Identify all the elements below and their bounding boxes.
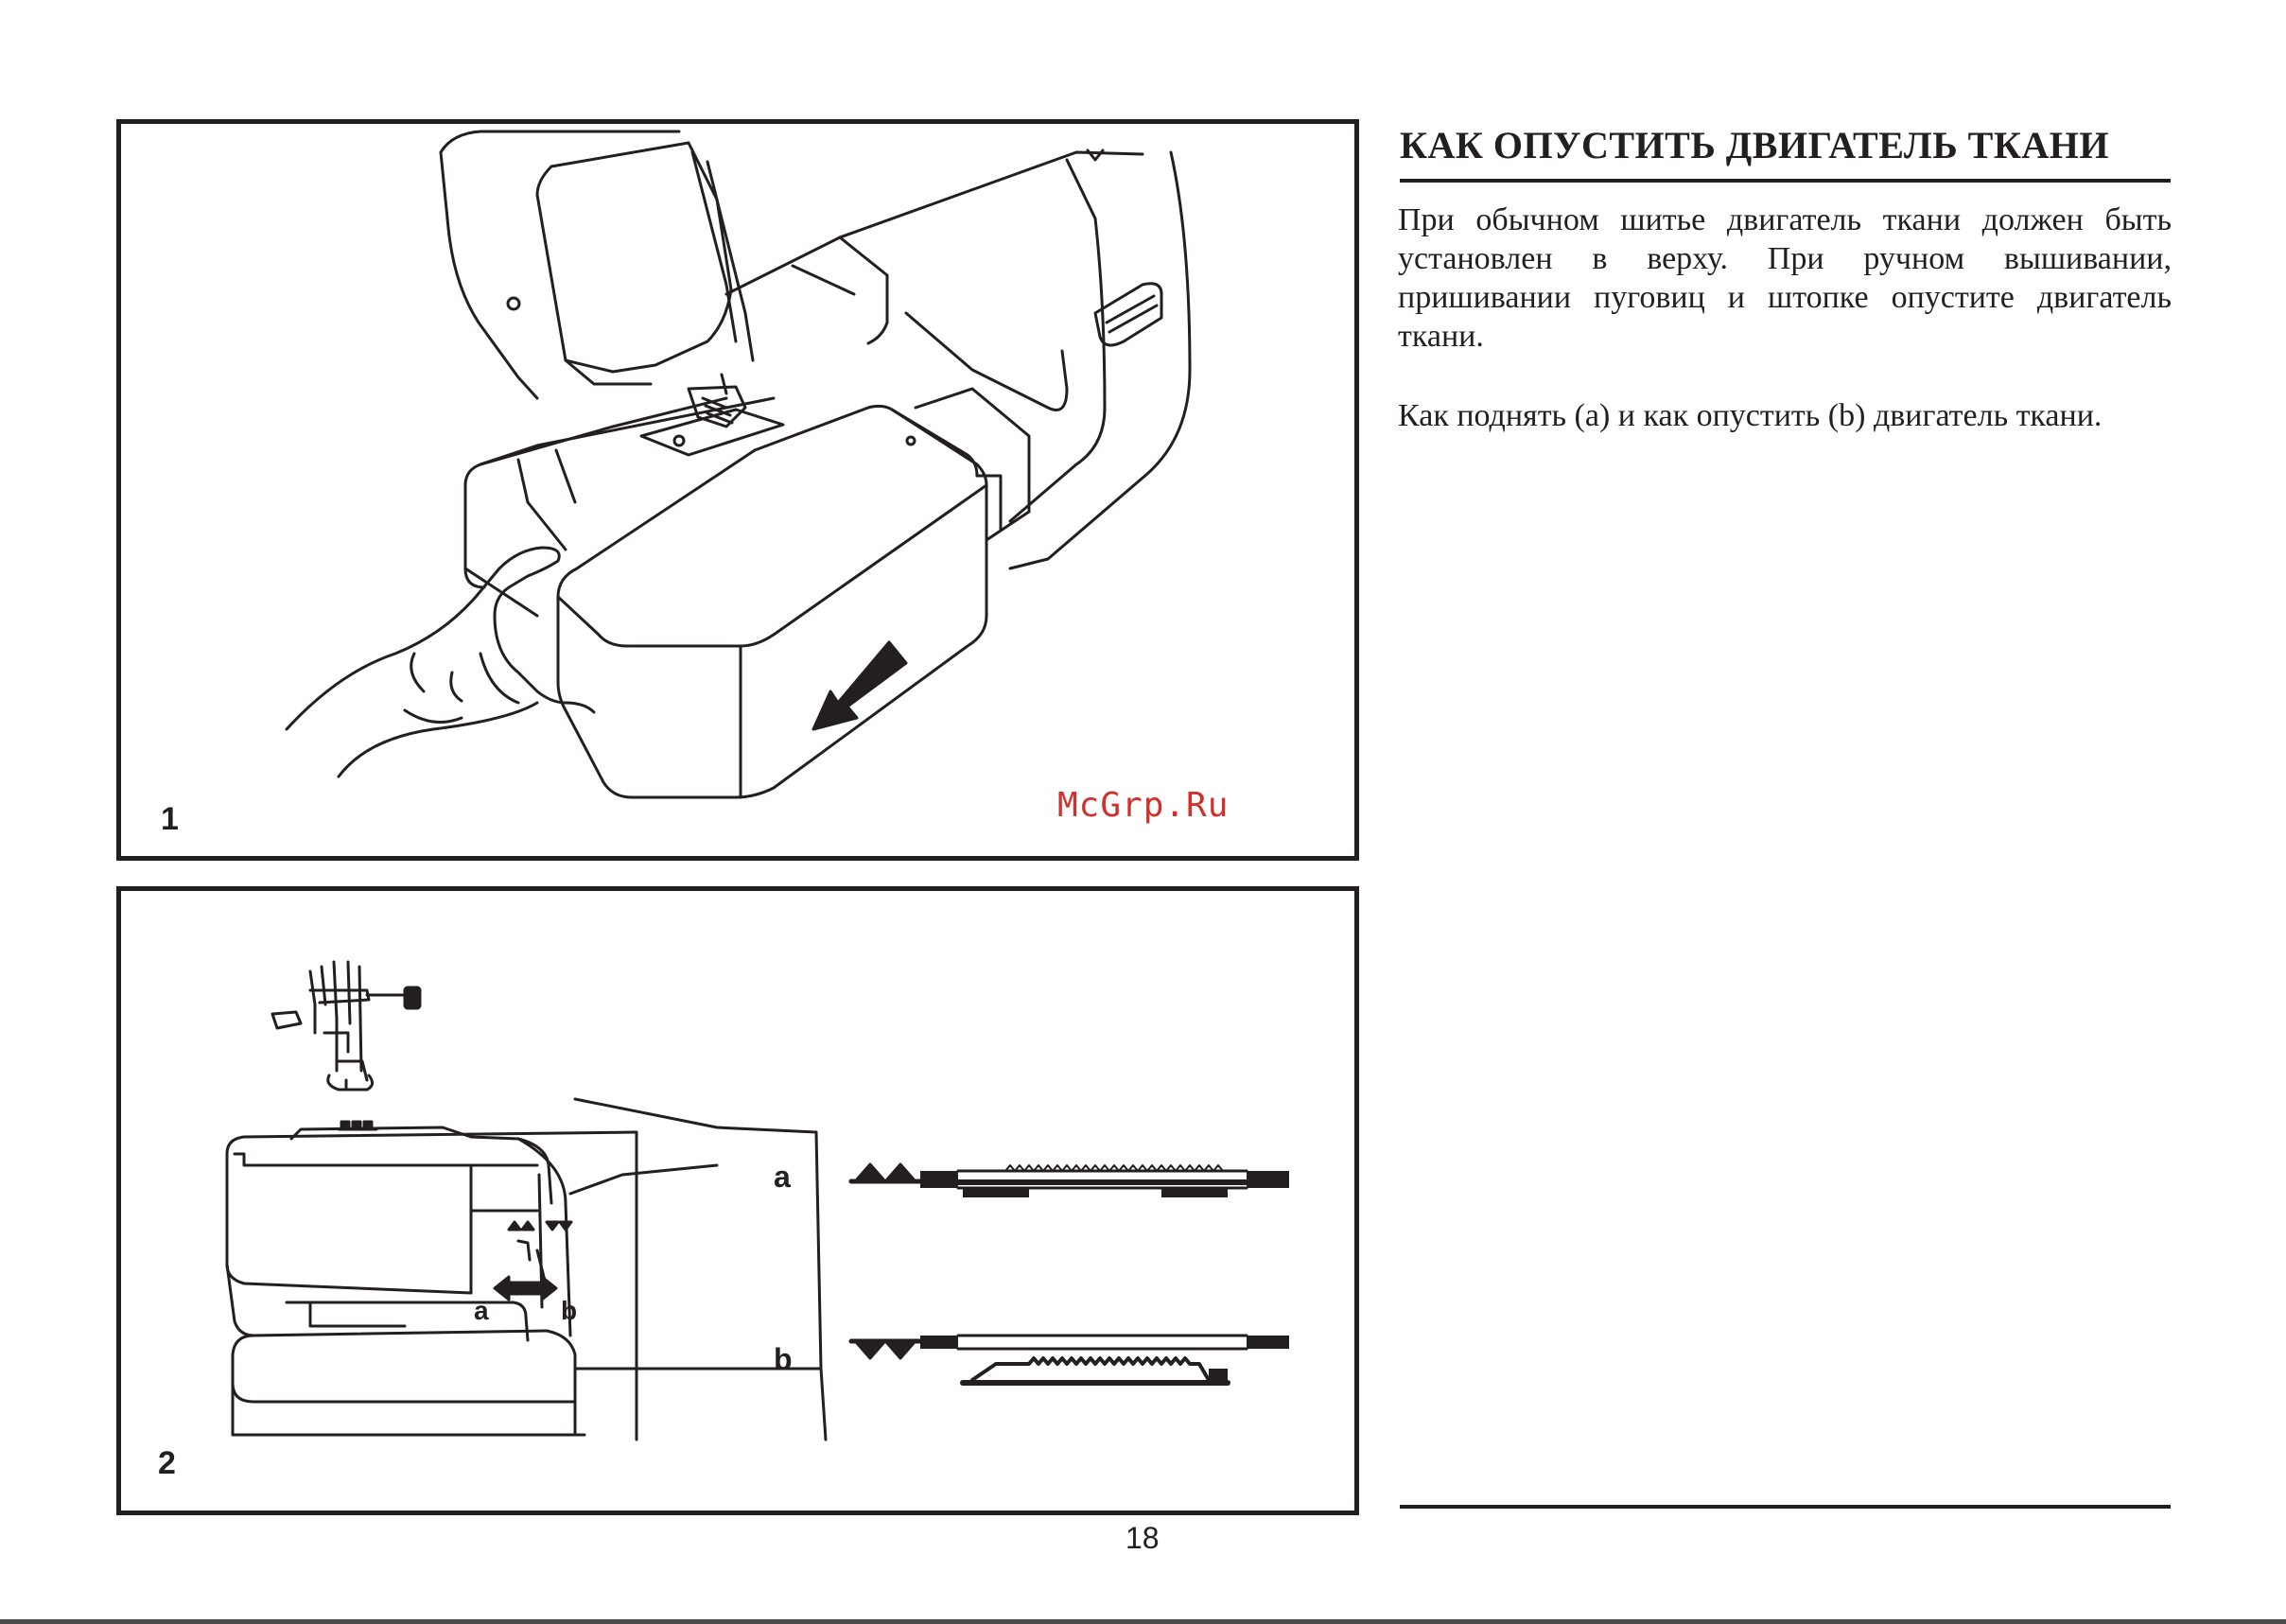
watermark-text: McGrp.Ru [1057, 786, 1229, 825]
title-underline [1400, 179, 2171, 183]
lever-label-a: a [474, 1296, 489, 1326]
page-number: 18 [1126, 1521, 1160, 1556]
position-a-label: a [774, 1160, 791, 1195]
feed-dog-lever-illustration [121, 891, 1354, 1510]
figure-1-panel: 1 McGrp.Ru [116, 119, 1359, 861]
paragraph-raise-lower: Как поднять (a) и как опустить (b) двига… [1398, 396, 2172, 435]
section-title: КАК ОПУСТИТЬ ДВИГАТЕЛЬ ТКАНИ [1400, 123, 2109, 167]
sewing-machine-remove-table-illustration [121, 124, 1354, 856]
position-b-label: b [774, 1342, 793, 1377]
bottom-rule [1400, 1505, 2171, 1509]
page-bottom-edge [0, 1619, 2286, 1624]
figure-number: 2 [158, 1445, 176, 1482]
paragraph-instructions: При обычном шитье двигатель ткани должен… [1398, 201, 2172, 356]
lever-label-b: b [561, 1296, 577, 1326]
figure-2-panel: a b a b 2 [116, 886, 1359, 1515]
figure-number: 1 [161, 801, 179, 838]
